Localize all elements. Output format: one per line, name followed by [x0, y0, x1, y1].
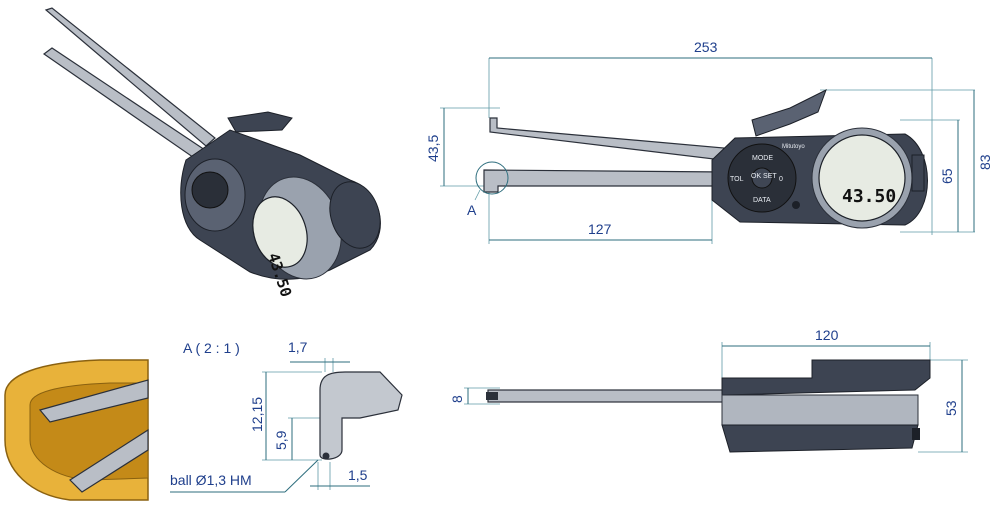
tol-button-label: TOL	[730, 176, 744, 183]
iso-lower-arm	[42, 47, 209, 163]
side-button	[912, 428, 920, 440]
data-button-label: DATA	[753, 197, 771, 204]
top-upper-arm	[489, 117, 725, 161]
zero-button-label: 0	[779, 176, 783, 183]
dim-width-body: 65	[939, 168, 955, 184]
dim-arm-length: 127	[588, 221, 612, 237]
dim-opening: 43,5	[425, 135, 441, 162]
iso-button-cluster	[191, 171, 229, 209]
detail-a-view: A ( 2 : 1 ) 1,7 12,15 5,9 1,5 ball Ø1,3 …	[170, 339, 403, 493]
top-view: MODE OK SET TOL 0 DATA Mitutoyo 43.50	[440, 57, 975, 244]
gold-ring-illustration	[4, 359, 149, 501]
dim-tip-bottom: 1,5	[348, 467, 368, 483]
side-view: 120 8 53	[449, 327, 968, 453]
gold-ring-upper-arm	[38, 379, 149, 423]
top-display-reading: 43.50	[842, 186, 896, 207]
top-side-clip	[911, 154, 925, 192]
top-trigger-lever	[751, 88, 827, 137]
isometric-view: 43.50	[42, 7, 381, 299]
dim-body-length-side: 120	[815, 327, 839, 343]
small-screw-icon	[792, 201, 800, 209]
dim-tip-height: 12,15	[249, 397, 265, 432]
tip-profile	[319, 371, 403, 460]
side-arm	[487, 389, 729, 403]
ball-spec: ball Ø1,3 HM	[170, 472, 252, 488]
dim-tip-offset-top: 1,7	[288, 339, 308, 355]
dim-arm-thickness: 8	[449, 395, 465, 403]
dim-overall-length: 253	[694, 39, 718, 55]
side-body-top	[721, 359, 931, 396]
dim-tip-ball-height: 5,9	[273, 430, 289, 450]
ok-set-button[interactable]	[751, 167, 773, 189]
ok-set-button-label: OK SET	[751, 173, 777, 180]
side-body-bottom	[721, 424, 919, 453]
iso-trigger-lever	[227, 111, 293, 133]
top-lcd	[818, 134, 906, 222]
detail-title: A ( 2 : 1 )	[183, 340, 240, 356]
gold-ring-lower-arm	[69, 428, 149, 493]
brand-label: Mitutoyo	[782, 144, 805, 150]
top-lower-arm	[483, 169, 727, 193]
dim-thickness-total: 53	[943, 400, 959, 416]
detail-circle	[475, 161, 509, 195]
iso-lcd	[252, 196, 308, 268]
side-arm-tip	[486, 392, 498, 400]
iso-back-cap	[329, 181, 381, 249]
dim-width-total: 83	[977, 154, 993, 170]
iso-upper-arm	[44, 7, 216, 147]
tip-ball	[322, 452, 330, 460]
side-body-rim	[721, 394, 919, 426]
mode-button-label: MODE	[752, 155, 773, 162]
detail-marker: A	[467, 202, 477, 218]
